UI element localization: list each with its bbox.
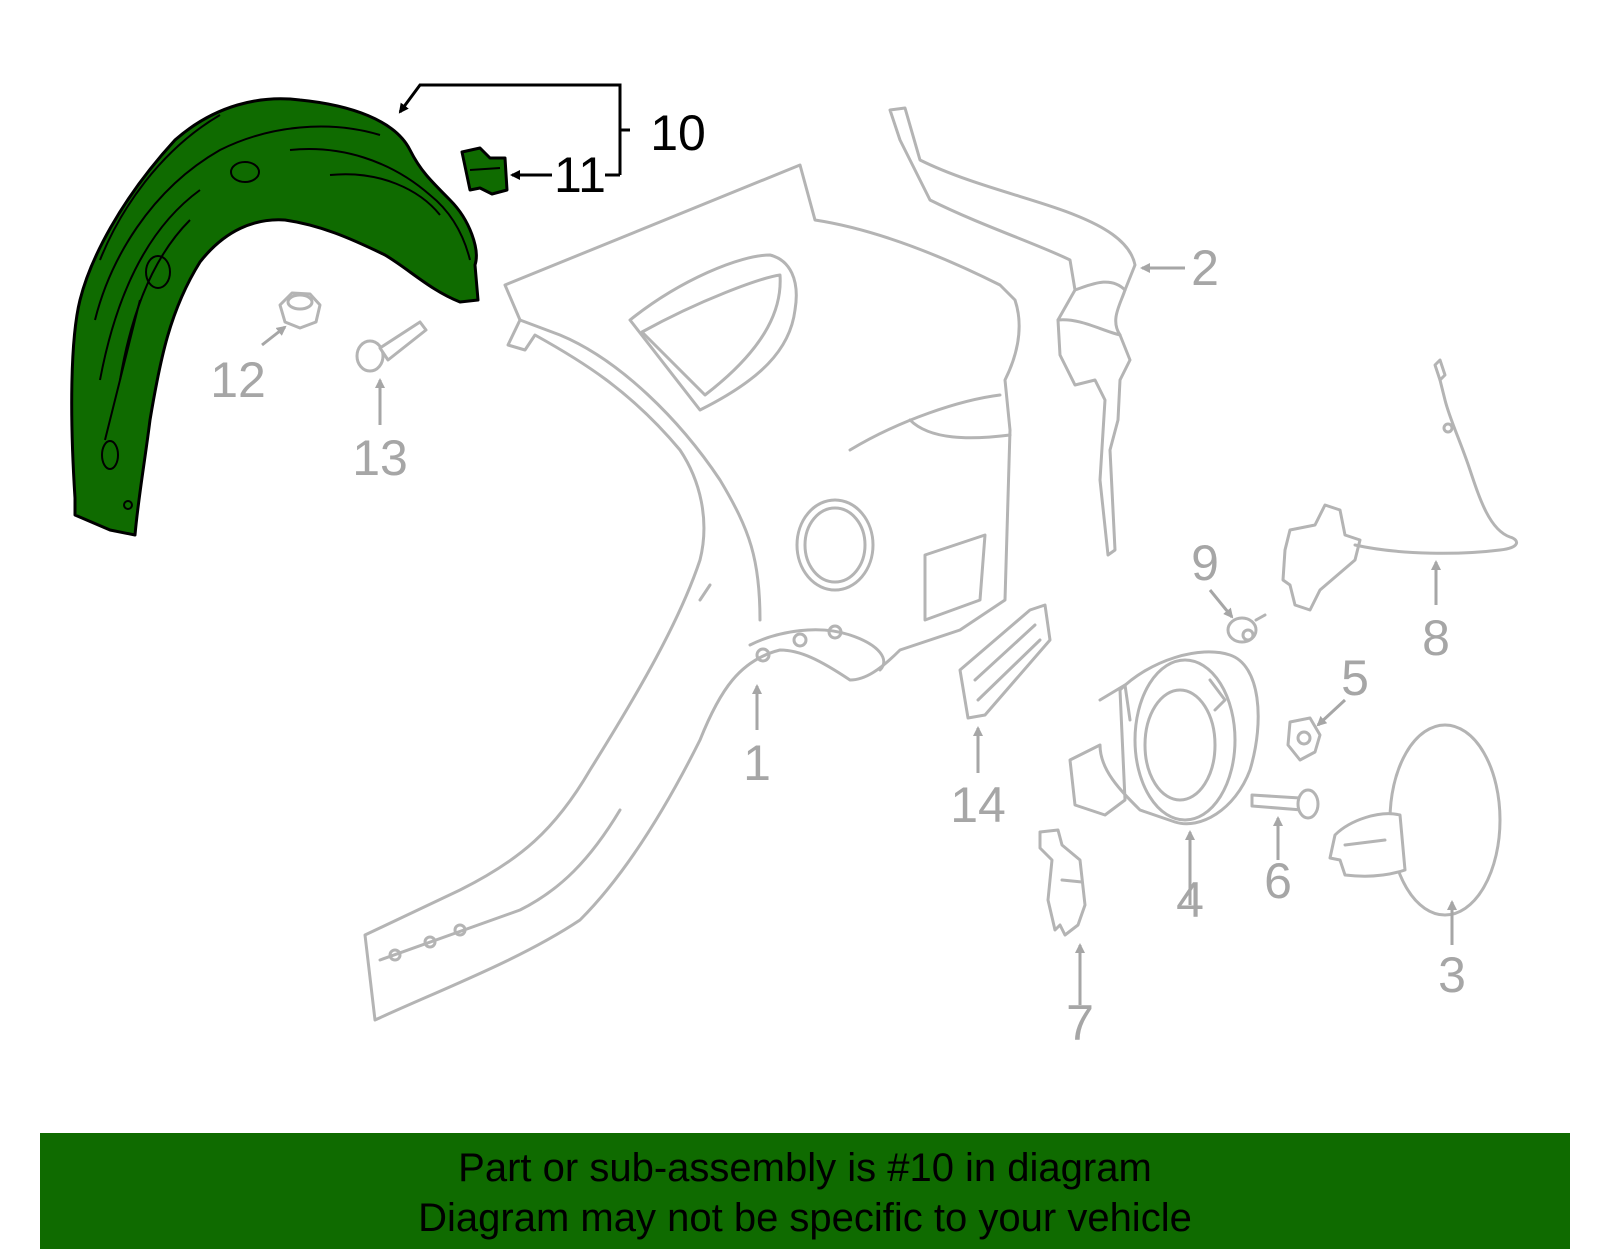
label-11: 11 <box>554 147 606 203</box>
part-9-grommet[interactable] <box>1226 613 1267 644</box>
part-1-quarter-panel[interactable] <box>363 163 1021 1022</box>
arrow-9 <box>1208 589 1234 619</box>
banner-line-1: Part or sub-assembly is #10 in diagram <box>458 1146 1152 1190</box>
part-6-bolt[interactable] <box>1250 788 1320 820</box>
label-14: 14 <box>950 777 1006 833</box>
label-7: 7 <box>1066 995 1094 1051</box>
label-2: 2 <box>1191 240 1219 296</box>
part-2-reinforcement[interactable] <box>888 106 1137 557</box>
part-13-screw[interactable] <box>355 320 428 373</box>
banner-line-2: Diagram may not be specific to your vehi… <box>418 1196 1192 1240</box>
part-10-wheel-liner[interactable] <box>70 97 480 537</box>
label-5: 5 <box>1341 650 1369 706</box>
part-8-actuator-cable[interactable] <box>1281 358 1518 612</box>
part-12-nut[interactable] <box>278 291 322 330</box>
label-10: 10 <box>650 105 706 161</box>
label-12: 12 <box>210 352 266 408</box>
part-4-filler-housing[interactable] <box>1068 650 1260 826</box>
part-3-fuel-door[interactable] <box>1328 723 1502 917</box>
arrow-12 <box>261 325 287 347</box>
label-4: 4 <box>1176 872 1204 928</box>
diagram-notice-banner: Part or sub-assembly is #10 in diagram D… <box>40 1133 1570 1249</box>
part-5-retainer[interactable] <box>1286 716 1322 762</box>
part-11-clip[interactable] <box>460 146 509 196</box>
part-7-bracket[interactable] <box>1038 828 1087 937</box>
part-14-trim[interactable] <box>958 603 1052 720</box>
label-8: 8 <box>1422 610 1450 666</box>
label-1: 1 <box>743 735 771 791</box>
label-6: 6 <box>1264 853 1292 909</box>
label-9: 9 <box>1191 535 1219 591</box>
label-3: 3 <box>1438 947 1466 1003</box>
arrow-5 <box>1316 698 1347 727</box>
callout-bracket-10 <box>398 83 630 180</box>
label-13: 13 <box>352 430 408 486</box>
